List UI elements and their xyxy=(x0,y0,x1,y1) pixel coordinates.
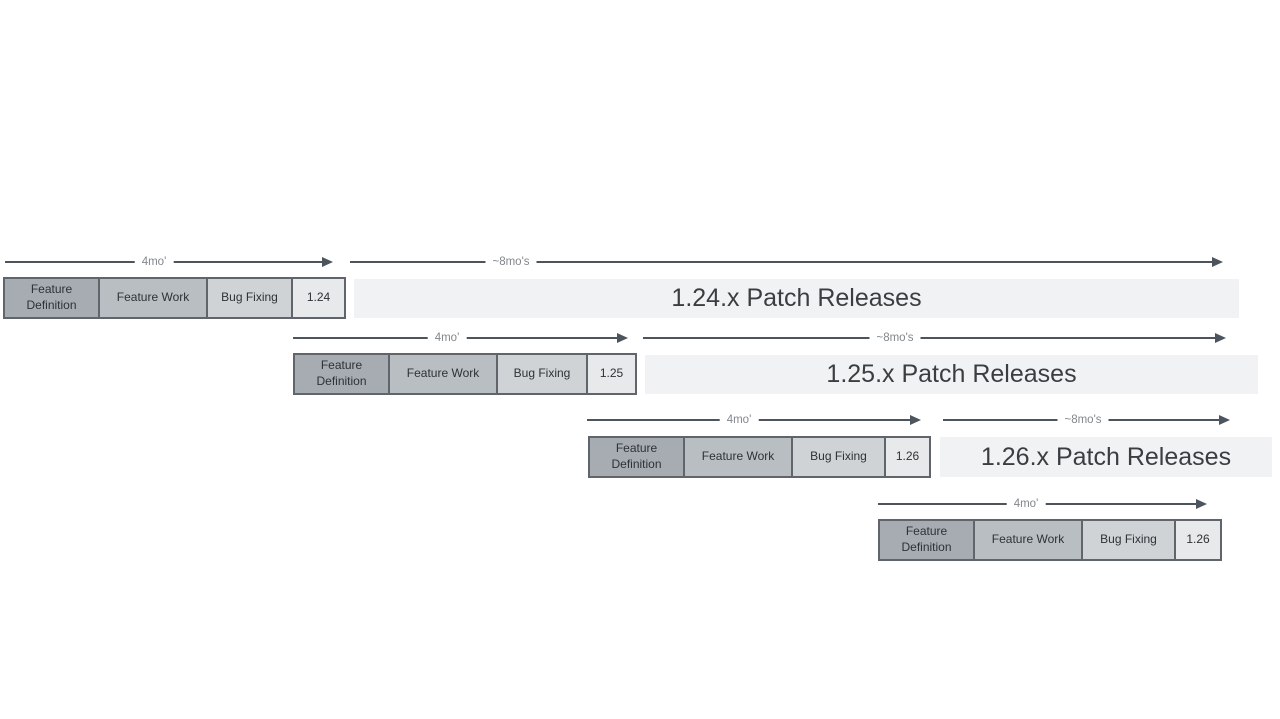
duration-label: 4mo' xyxy=(427,330,467,346)
duration-label: ~8mo's xyxy=(869,330,921,346)
stage-box-feature-definition: Feature Definition xyxy=(3,277,100,319)
stage-box-feature-work: Feature Work xyxy=(388,353,498,395)
stage-box-feature-work: Feature Work xyxy=(973,519,1083,561)
patch-duration-arrow: ~8mo's xyxy=(643,330,1226,346)
stage-box-bug-fixing: Bug Fixing xyxy=(1081,519,1176,561)
stage-box-bug-fixing: Bug Fixing xyxy=(496,353,588,395)
stage-box-feature-work: Feature Work xyxy=(98,277,208,319)
stage-box-feature-definition: Feature Definition xyxy=(878,519,975,561)
arrow-line xyxy=(643,337,1219,339)
arrow-line xyxy=(350,261,1216,263)
dev-duration-arrow: 4mo' xyxy=(878,496,1207,512)
stage-box-bug-fixing: Bug Fixing xyxy=(206,277,293,319)
release-cycle-1-25: Feature Definition Feature Work Bug Fixi… xyxy=(293,353,637,395)
arrow-head-icon xyxy=(1215,333,1226,343)
patch-releases-label: 1.25.x Patch Releases xyxy=(826,360,1077,388)
patch-releases-label: 1.26.x Patch Releases xyxy=(980,442,1232,471)
duration-label: 4mo' xyxy=(719,412,759,428)
patch-duration-arrow: ~8mo's xyxy=(943,412,1230,428)
patch-releases-bar-1-26: 1.26.x Patch Releases xyxy=(940,437,1272,477)
arrow-head-icon xyxy=(617,333,628,343)
arrow-head-icon xyxy=(1219,415,1230,425)
stage-box-bug-fixing: Bug Fixing xyxy=(791,436,886,478)
arrow-head-icon xyxy=(1212,257,1223,267)
duration-label: ~8mo's xyxy=(1057,412,1109,428)
patch-duration-arrow: ~8mo's xyxy=(350,254,1223,270)
patch-releases-bar-1-24: 1.24.x Patch Releases xyxy=(354,279,1239,318)
patch-releases-bar-1-25: 1.25.x Patch Releases xyxy=(645,355,1258,394)
version-box: 1.26 xyxy=(1174,519,1222,561)
duration-label: 4mo' xyxy=(134,254,174,270)
stage-box-feature-work: Feature Work xyxy=(683,436,793,478)
dev-duration-arrow: 4mo' xyxy=(5,254,333,270)
duration-label: ~8mo's xyxy=(485,254,537,270)
release-cycle-1-26: Feature Definition Feature Work Bug Fixi… xyxy=(588,436,931,478)
patch-releases-label: 1.24.x Patch Releases xyxy=(671,284,922,312)
version-box: 1.25 xyxy=(586,353,637,395)
release-cycle-1-24: Feature Definition Feature Work Bug Fixi… xyxy=(3,277,346,319)
stage-box-feature-definition: Feature Definition xyxy=(588,436,685,478)
stage-box-feature-definition: Feature Definition xyxy=(293,353,390,395)
arrow-head-icon xyxy=(1196,499,1207,509)
version-box: 1.26 xyxy=(884,436,931,478)
arrow-head-icon xyxy=(322,257,333,267)
release-cycle-next: Feature Definition Feature Work Bug Fixi… xyxy=(878,519,1222,561)
dev-duration-arrow: 4mo' xyxy=(293,330,628,346)
duration-label: 4mo' xyxy=(1006,496,1046,512)
arrow-head-icon xyxy=(910,415,921,425)
dev-duration-arrow: 4mo' xyxy=(587,412,921,428)
version-box: 1.24 xyxy=(291,277,346,319)
